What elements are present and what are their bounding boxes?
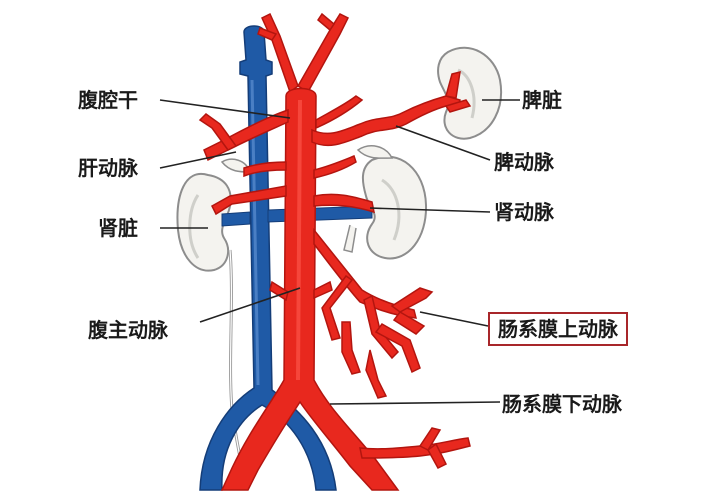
label-kidney: 肾脏 xyxy=(98,216,138,240)
label-inferior-mesenteric-artery: 肠系膜下动脉 xyxy=(502,392,622,416)
label-spleen: 脾脏 xyxy=(522,88,562,112)
leader-superior-mesenteric xyxy=(420,312,488,326)
label-abdominal-aorta: 腹主动脉 xyxy=(88,318,168,342)
label-superior-mesenteric-artery: 肠系膜上动脉 xyxy=(488,312,628,346)
label-hepatic-artery: 肝动脉 xyxy=(78,156,138,180)
label-celiac-trunk: 腹腔干 xyxy=(78,88,138,112)
leader-inferior-mesenteric xyxy=(330,402,500,404)
leader-celiac-trunk xyxy=(160,100,290,118)
label-splenic-artery: 脾动脉 xyxy=(494,150,554,174)
label-renal-artery: 肾动脉 xyxy=(494,200,554,224)
